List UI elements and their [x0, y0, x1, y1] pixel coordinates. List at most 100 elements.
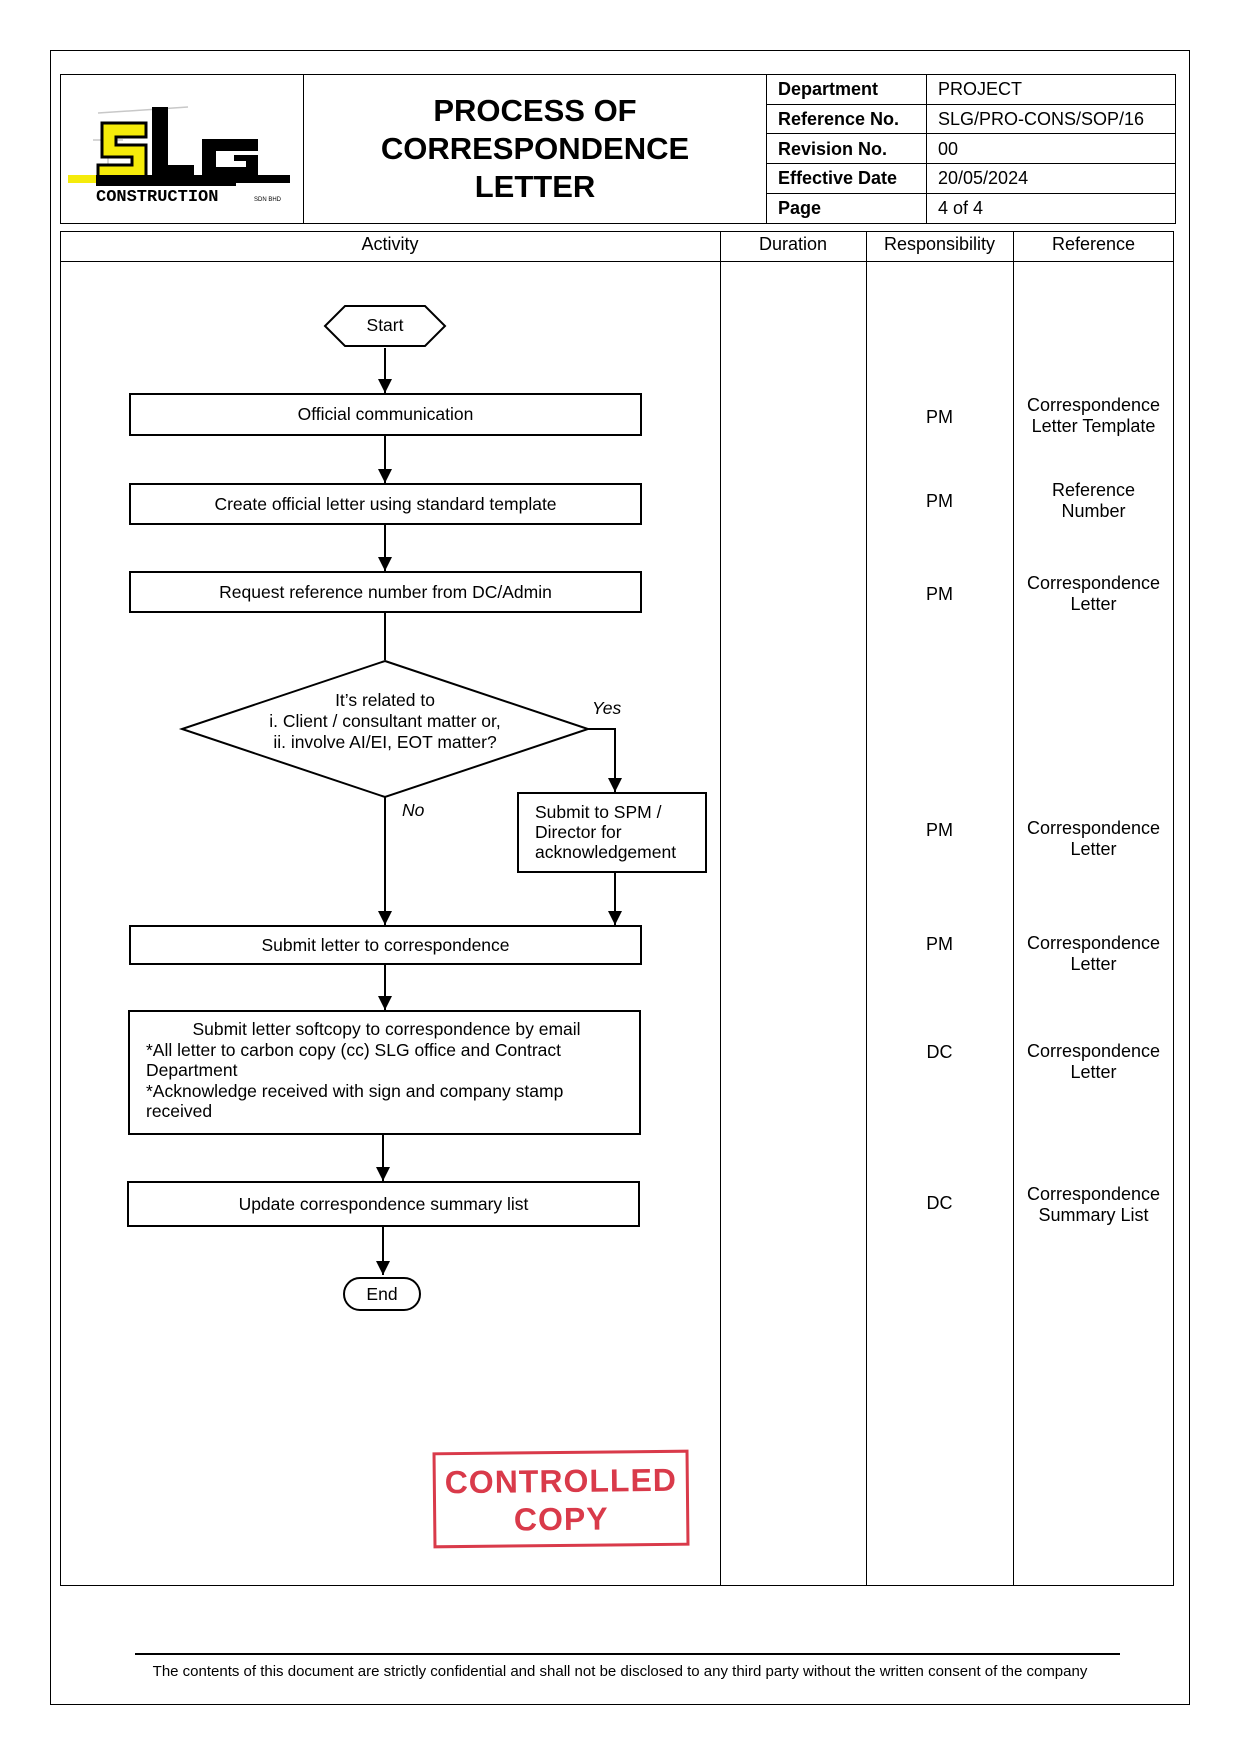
reference-line: Correspondence: [1026, 573, 1161, 593]
reference-line: Reference: [1051, 480, 1136, 500]
step-submit-softcopy: Submit letter softcopy to correspondence…: [128, 1010, 641, 1135]
meta-row-line: [766, 193, 1176, 194]
step-create-letter: Create official letter using standard te…: [129, 483, 642, 525]
header-divider: [766, 74, 767, 224]
meta-divider: [926, 74, 927, 224]
yes-label: Yes: [592, 698, 622, 718]
footer-rule: [135, 1653, 1120, 1655]
meta-label-reference: Reference No.: [778, 109, 900, 129]
company-logo: CONSTRUCTION SDN BHD: [68, 95, 298, 207]
reference-line: Letter Template: [1031, 416, 1156, 436]
meta-label-page: Page: [778, 198, 822, 218]
reference-line: Letter: [1070, 594, 1117, 614]
column-divider: [866, 231, 867, 1586]
meta-value-revision: 00: [938, 139, 959, 159]
responsibility-cell: DC: [926, 1193, 953, 1213]
reference-line: Summary List: [1038, 1205, 1149, 1225]
step-request-reference: Request reference number from DC/Admin: [129, 571, 642, 613]
reference-line: Letter: [1070, 1062, 1117, 1082]
responsibility-cell: PM: [926, 820, 953, 840]
step-line: *Acknowledge received with sign and comp…: [146, 1080, 564, 1101]
column-divider: [720, 231, 721, 1586]
no-label: No: [402, 800, 425, 820]
column-header-activity: Activity: [361, 234, 419, 254]
header-divider: [303, 74, 304, 224]
step-line: Department: [146, 1060, 238, 1080]
end-label: End: [366, 1284, 398, 1304]
step-label: Request reference number from DC/Admin: [219, 581, 552, 602]
meta-value-effective-date: 20/05/2024: [938, 168, 1029, 188]
meta-row-line: [766, 104, 1176, 105]
logo-graphic: CONSTRUCTION SDN BHD: [68, 106, 290, 207]
reference-line: Correspondence: [1026, 1184, 1161, 1204]
reference-line: Correspondence: [1026, 818, 1161, 838]
reference-line: Correspondence: [1026, 933, 1161, 953]
step-label: Update correspondence summary list: [238, 1193, 529, 1214]
step-label: Official communication: [297, 404, 474, 424]
meta-label-effective-date: Effective Date: [778, 168, 898, 188]
step-line: acknowledgement: [535, 842, 677, 862]
title-line: PROCESS OF: [433, 93, 637, 128]
reference-line: Number: [1061, 501, 1126, 521]
column-divider: [1013, 231, 1014, 1586]
step-label: Submit letter to correspondence: [261, 934, 510, 955]
meta-label-revision: Revision No.: [778, 139, 888, 159]
responsibility-cell: PM: [926, 491, 953, 511]
reference-line: Letter: [1070, 954, 1117, 974]
logo-mark: SDN BHD: [254, 197, 282, 203]
title-line: LETTER: [474, 169, 596, 204]
flow-arrow-yes: [588, 728, 622, 792]
responsibility-cell: DC: [926, 1042, 953, 1062]
start-label: Start: [366, 315, 404, 335]
logo-subtitle: CONSTRUCTION: [96, 188, 218, 207]
step-line: Submit to SPM /: [535, 802, 662, 822]
step-line: received: [146, 1101, 213, 1121]
decision-diamond: [178, 659, 592, 799]
step-line: Submit letter softcopy to correspondence…: [192, 1019, 581, 1039]
step-submit-spm: Submit to SPM / Director for acknowledge…: [517, 792, 707, 873]
column-header-responsibility: Responsibility: [883, 234, 996, 254]
start-shape: [323, 305, 447, 347]
meta-value-department: PROJECT: [938, 79, 1023, 99]
meta-row-line: [766, 163, 1176, 164]
responsibility-cell: PM: [926, 584, 953, 604]
reference-line: Letter: [1070, 839, 1117, 859]
end-shape: [343, 1277, 421, 1311]
responsibility-cell: PM: [926, 407, 953, 427]
controlled-copy-stamp: CONTROLLED COPY: [432, 1449, 690, 1549]
step-line: Director for: [535, 822, 622, 842]
meta-value-reference: SLG/PRO-CONS/SOP/16: [938, 109, 1145, 129]
decision-line: ii. involve AI/EI, EOT matter?: [273, 732, 497, 752]
procedure-table: [60, 231, 1174, 1586]
column-header-duration: Duration: [758, 234, 828, 254]
stamp-line: COPY: [513, 1500, 609, 1538]
meta-row-line: [766, 133, 1176, 134]
reference-line: Correspondence: [1026, 395, 1161, 415]
step-line: *All letter to carbon copy (cc) SLG offi…: [146, 1039, 562, 1060]
decision-line: It’s related to: [335, 690, 435, 710]
step-official-communication: Official communication: [129, 393, 642, 436]
stamp-line: CONTROLLED: [444, 1461, 678, 1501]
step-label: Create official letter using standard te…: [214, 493, 557, 514]
meta-label-department: Department: [778, 79, 879, 99]
decision-text: It’s related to i. Client / consultant m…: [250, 690, 520, 753]
step-submit-correspondence: Submit letter to correspondence: [129, 925, 642, 965]
reference-line: Correspondence: [1026, 1041, 1161, 1061]
document-title: PROCESS OF CORRESPONDENCE LETTER: [305, 92, 765, 206]
column-header-reference: Reference: [1051, 234, 1136, 254]
footer-confidentiality-text: The contents of this document are strict…: [152, 1663, 1088, 1680]
decision-line: i. Client / consultant matter or,: [269, 711, 501, 731]
title-line: CORRESPONDENCE: [380, 131, 690, 166]
table-header-line: [60, 261, 1174, 262]
page-border: [50, 50, 1190, 1705]
responsibility-cell: PM: [926, 934, 953, 954]
step-update-summary: Update correspondence summary list: [127, 1181, 640, 1227]
